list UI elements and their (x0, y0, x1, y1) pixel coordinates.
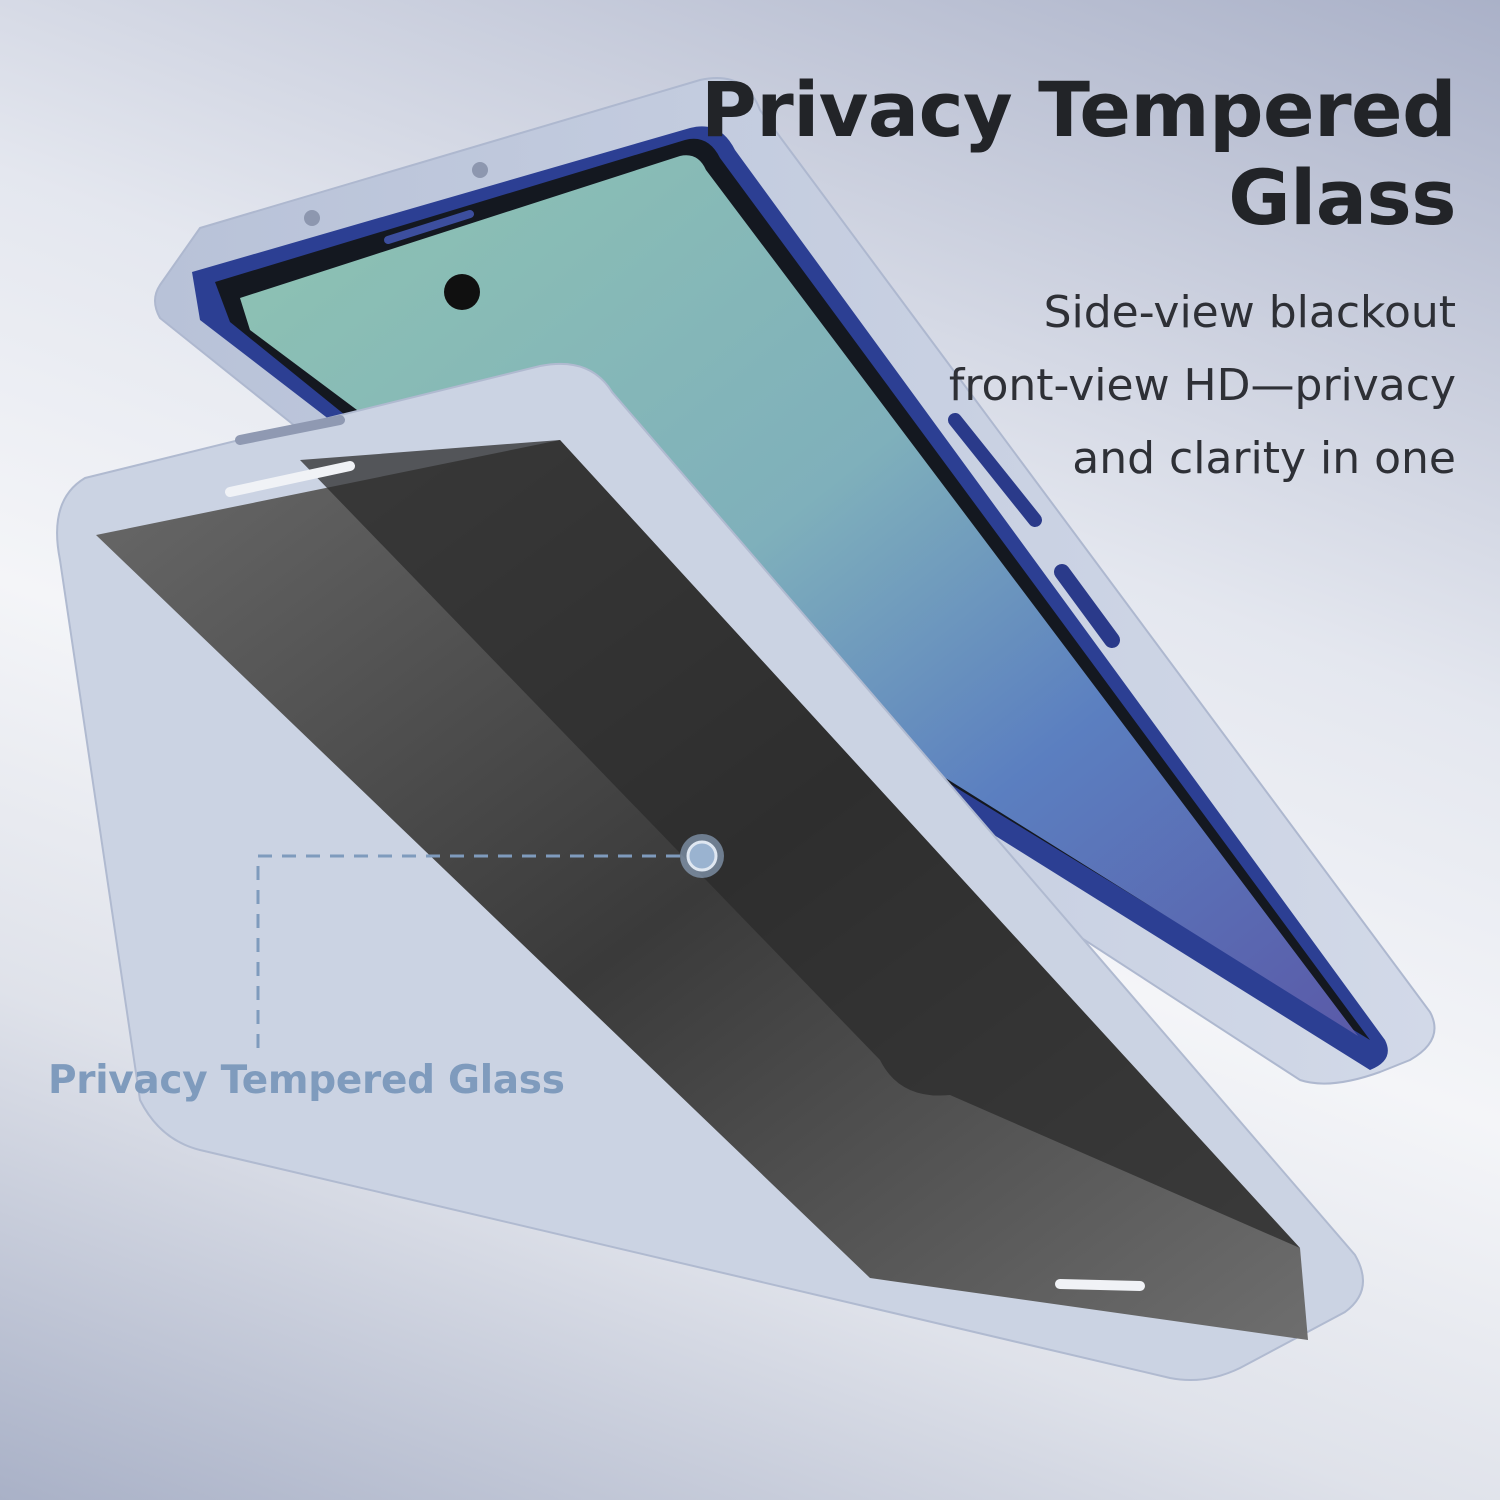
camera-hole-icon (444, 274, 480, 310)
headline-line2: Glass (1228, 153, 1456, 242)
headline-line1: Privacy Tempered (701, 65, 1456, 154)
subtext: Side-view blackout front-view HD—privacy… (949, 276, 1456, 495)
callout-pointer (256, 834, 724, 1048)
subtext-line3: and clarity in one (1072, 433, 1456, 484)
callout-label: Privacy Tempered Glass (48, 1058, 565, 1103)
subtext-line1: Side-view blackout (1043, 287, 1456, 338)
subtext-line2: front-view HD—privacy (948, 360, 1456, 411)
headline: Privacy Tempered Glass (701, 66, 1456, 242)
